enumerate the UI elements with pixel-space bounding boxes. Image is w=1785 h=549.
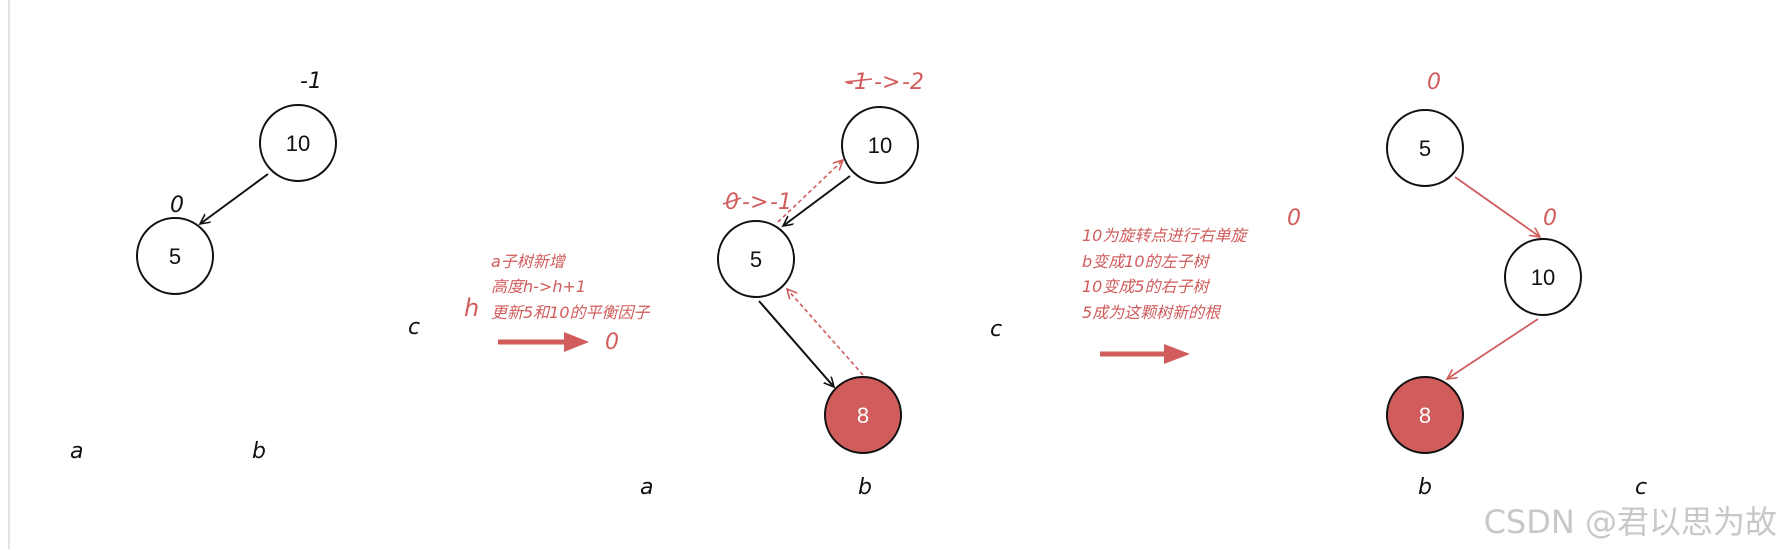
subtree-c: c [408, 315, 420, 340]
subtree-a: a [70, 439, 83, 464]
subtree-c: c [990, 317, 1002, 342]
bf-root-strike [844, 78, 873, 83]
bf-node-10: 0 [1543, 206, 1557, 231]
edge-10-to-5 [783, 175, 851, 226]
bf-root-10: -1 [300, 69, 322, 94]
step2-zero: 0 [1287, 206, 1301, 231]
node-10 [1504, 238, 1582, 316]
step1-arrow-icon [564, 332, 589, 352]
node-10 [841, 106, 919, 184]
node-8-new [1386, 376, 1464, 454]
bf-root-old: -1 [846, 70, 868, 95]
edge-10-to-8 [1447, 318, 1539, 379]
node-8-new [824, 376, 902, 454]
panel-2: -1 -> -2 10 0 -> -1 5 8 a b c [640, 70, 1002, 500]
step2-line-4: 5成为这颗树新的根 [1082, 303, 1222, 322]
node-5 [136, 217, 214, 295]
node-5 [717, 220, 795, 298]
step1-line-3: 更新5和10的平衡因子 [491, 303, 651, 322]
node-8-label: 8 [857, 403, 869, 428]
bf-node5-arrow: -> [742, 190, 768, 215]
node-5-label: 5 [750, 247, 762, 272]
panel-1: -1 10 0 5 a b c [70, 69, 420, 464]
step2-line-1: 10为旋转点进行右单旋 [1082, 226, 1249, 245]
node-10-label: 10 [286, 131, 310, 156]
node-10-label: 10 [1531, 265, 1555, 290]
bf-root-5: 0 [1427, 70, 1441, 95]
bf-root-arrow: -> [874, 70, 900, 95]
panel-3: 0 5 0 10 8 b c [1386, 70, 1647, 500]
step2-arrow-icon [1164, 344, 1190, 364]
edge-5-to-10 [1454, 176, 1540, 237]
subtree-a: a [640, 475, 653, 500]
bf-node5-new: -1 [770, 190, 792, 215]
step1-line-2: 高度h->h+1 [491, 277, 586, 296]
update-arrow-8-to-5 [787, 289, 864, 376]
node-5-label: 5 [169, 244, 181, 269]
node-5-label: 5 [1419, 136, 1431, 161]
height-label: h [464, 294, 479, 322]
bf-root-new: -2 [902, 70, 924, 95]
subtree-b: b [1418, 475, 1432, 500]
subtree-b: b [252, 439, 266, 464]
update-arrow-5-to-10 [777, 160, 843, 223]
node-10-label: 10 [868, 133, 892, 158]
bf-node-5: 0 [170, 193, 184, 218]
bf-node5-old: 0 [725, 190, 739, 215]
node-8-label: 8 [1419, 403, 1431, 428]
step1-line-1: a子树新增 [491, 252, 567, 271]
step1-zero: 0 [605, 330, 619, 355]
node-5 [1386, 109, 1464, 187]
watermark: CSDN @君以思为故 [1483, 503, 1777, 541]
step-1-annotation: h a子树新增 高度h->h+1 更新5和10的平衡因子 0 [464, 252, 651, 355]
edge-5-to-8 [758, 300, 834, 387]
edge-10-to-5 [200, 173, 269, 224]
step2-line-3: 10变成5的右子树 [1082, 277, 1211, 296]
step-2-annotation: 0 10为旋转点进行右单旋 b变成10的左子树 10变成5的右子树 5成为这颗树… [1082, 206, 1301, 364]
bf-node5-strike [722, 197, 742, 205]
subtree-b: b [858, 475, 872, 500]
step2-line-2: b变成10的左子树 [1082, 252, 1211, 271]
subtree-c: c [1635, 475, 1647, 500]
node-10 [259, 104, 337, 182]
